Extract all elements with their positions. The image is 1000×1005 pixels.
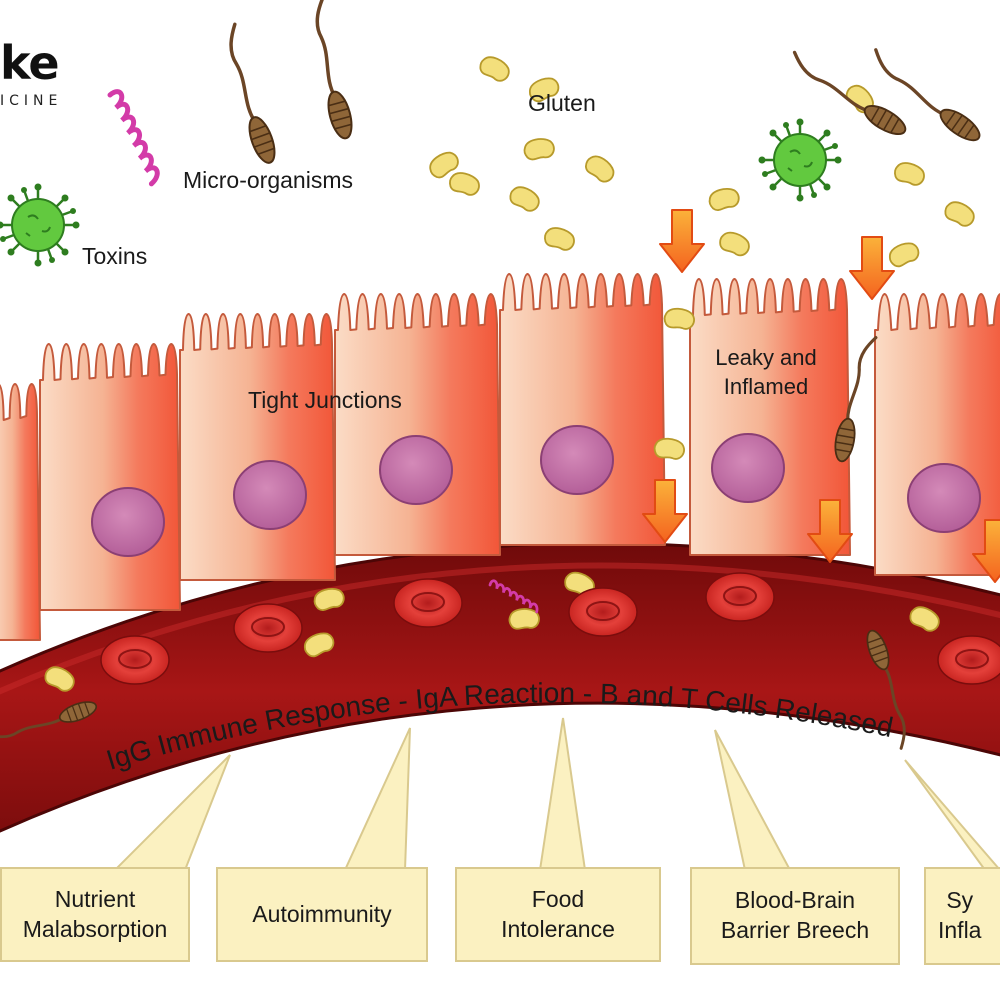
bacterium-icon [298, 0, 362, 143]
gluten-particle-icon [663, 307, 695, 330]
gluten-particle-icon [893, 162, 925, 186]
gluten-particle-icon [543, 227, 575, 251]
gluten-particle-icon [44, 666, 75, 692]
micro-organisms-label: Micro-organisms [183, 167, 353, 193]
red-blood-cell-icon [937, 635, 1000, 685]
cell-nucleus [233, 460, 307, 530]
epithelial-cell [179, 313, 336, 581]
gluten-particle-icon [448, 172, 480, 196]
toxins-label: Toxins [82, 243, 148, 269]
gluten-particle-icon [708, 187, 740, 212]
epithelial-cell [874, 293, 1000, 576]
leaky-inflamed-label: Leaky and Inflamed [715, 345, 817, 399]
epithelial-cell [499, 273, 666, 546]
cell-nucleus [91, 487, 165, 557]
bacterium-icon [861, 48, 988, 148]
scene-layer: IgG Immune Response - IgA Reaction - B a… [0, 0, 1000, 871]
tight-junctions-label: Tight Junctions [248, 387, 402, 413]
cell-nucleus [379, 435, 453, 505]
epithelial-cell [334, 293, 501, 556]
gluten-particle-icon [888, 242, 920, 268]
gluten-particle-icon [523, 138, 555, 161]
leak-arrow-icon [659, 209, 705, 273]
red-blood-cell-icon [568, 587, 638, 637]
logo-tagline: ICINE [0, 93, 63, 109]
gluten-particle-icon [508, 608, 540, 630]
toxin-icon [488, 579, 539, 614]
outcome-box-blood-brain-barrier: Blood-Brain Barrier Breech [690, 867, 900, 965]
cell-nucleus [907, 463, 981, 533]
virus-icon [0, 182, 81, 268]
outcome-box-autoimmunity: Autoimmunity [216, 867, 428, 962]
callout-pointer [538, 717, 587, 871]
gluten-particle-icon [313, 587, 345, 612]
outcome-box-systemic-inflammation: Sy Infla [924, 867, 1000, 965]
callout-pointer [343, 727, 411, 871]
gluten-particle-icon [303, 632, 335, 658]
gluten-particle-icon [584, 155, 615, 183]
red-blood-cell-icon [233, 603, 303, 653]
gluten-particle-icon [944, 201, 975, 227]
gluten-particle-icon [509, 186, 540, 212]
epithelial-cell [0, 383, 41, 641]
gluten-label: Gluten [528, 90, 596, 116]
callout-pointer [714, 729, 792, 871]
gluten-particle-icon [479, 56, 510, 82]
callout-pointer [904, 759, 1000, 871]
leak-arrow-icon [849, 236, 895, 300]
virus-icon [757, 117, 843, 203]
epithelial-cell [39, 343, 181, 611]
gluten-particle-icon [429, 151, 459, 179]
gluten-particle-icon [845, 84, 874, 114]
gluten-particle-icon [528, 77, 560, 103]
gluten-particle-icon [564, 571, 595, 597]
toxin-icon [107, 89, 160, 187]
gluten-particle-icon [909, 606, 940, 632]
gluten-particle-icon [719, 231, 750, 257]
logo-wordmark: ke [0, 36, 60, 90]
outcome-box-nutrient-malabsorption: Nutrient Malabsorption [0, 867, 190, 962]
bacterium-icon [210, 22, 286, 168]
gluten-particle-icon [653, 437, 685, 460]
cell-nucleus [711, 433, 785, 503]
red-blood-cell-icon [705, 572, 775, 622]
outcome-box-food-intolerance: Food Intolerance [455, 867, 661, 962]
red-blood-cell-icon [393, 578, 463, 628]
cell-nucleus [540, 425, 614, 495]
red-blood-cell-icon [100, 635, 170, 685]
